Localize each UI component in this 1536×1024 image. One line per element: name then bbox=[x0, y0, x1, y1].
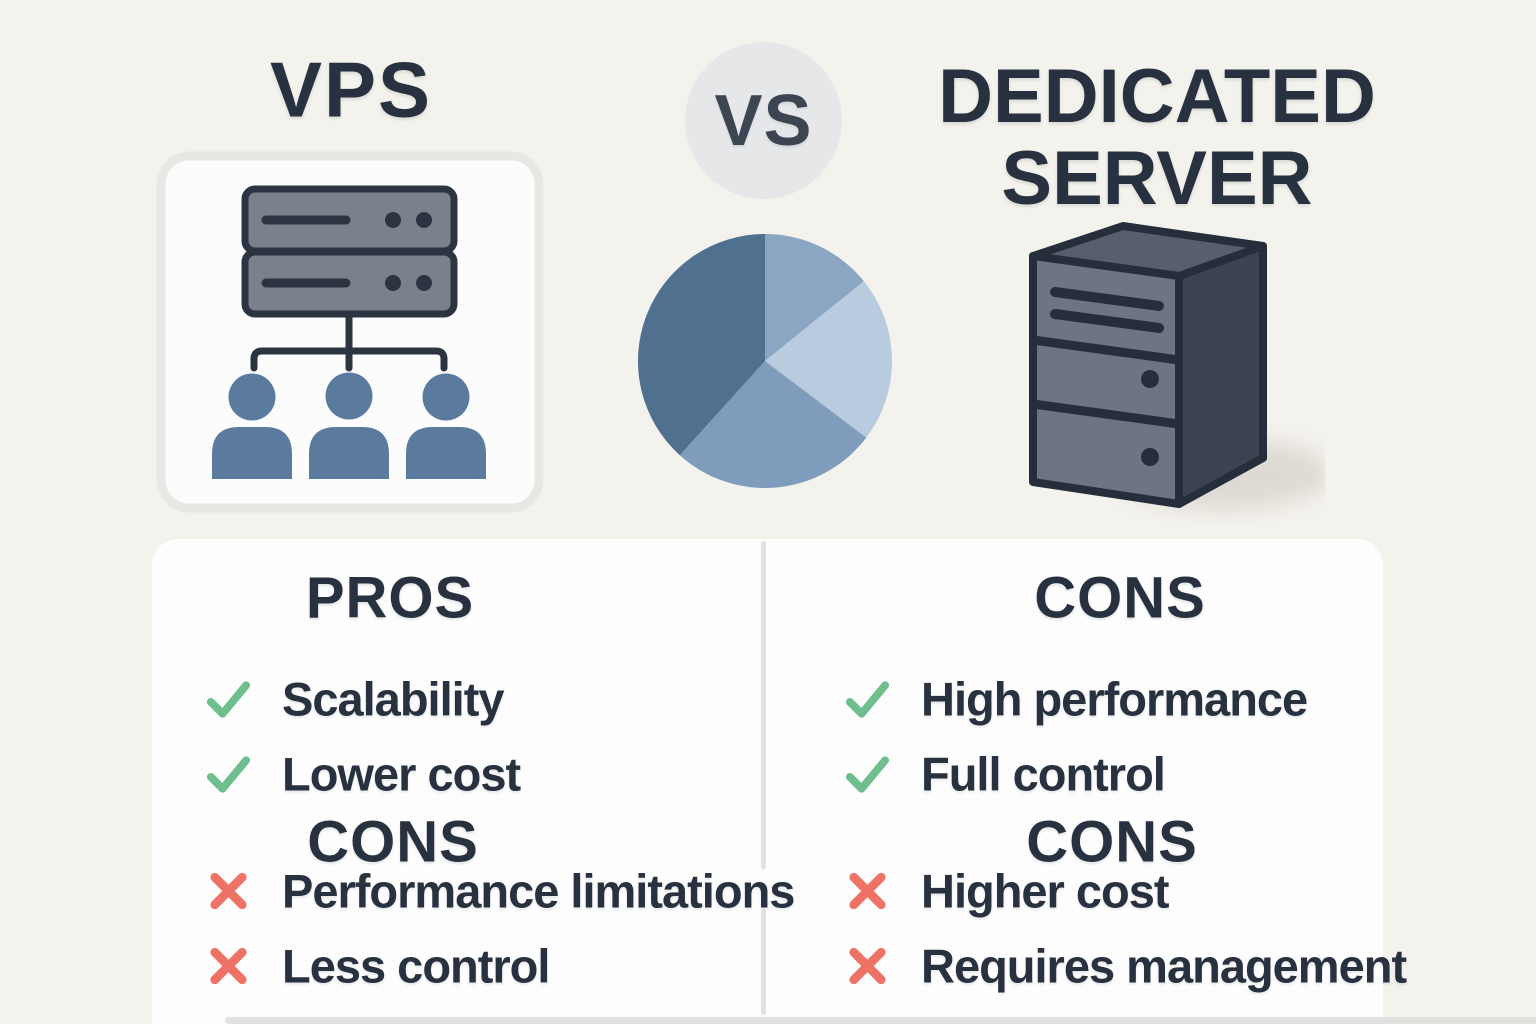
check-icon bbox=[206, 756, 251, 793]
list-item: Less control bbox=[205, 939, 550, 994]
cross-icon bbox=[210, 872, 247, 910]
check-icon bbox=[845, 756, 890, 793]
con-item-label: Requires management bbox=[921, 939, 1407, 993]
left-cons-heading: CONS bbox=[307, 809, 479, 875]
list-item: Performance limitations bbox=[205, 864, 795, 919]
cross-icon bbox=[210, 947, 247, 985]
list-item: Lower cost bbox=[205, 747, 521, 802]
list-item: Scalability bbox=[205, 672, 504, 727]
right-pros-heading: CONS bbox=[1034, 565, 1206, 631]
left-pros-heading: PROS bbox=[305, 565, 475, 631]
divider-line bbox=[761, 909, 766, 1015]
con-item-label: Performance limitations bbox=[282, 864, 795, 918]
list-item: Higher cost bbox=[844, 864, 1170, 919]
users-icon bbox=[212, 372, 486, 479]
divider-line bbox=[761, 541, 766, 869]
dedicated-server-title: DEDICATED SERVER bbox=[938, 53, 1376, 221]
check-icon bbox=[845, 681, 890, 718]
pie-slice bbox=[637, 234, 765, 456]
con-item-label: Less control bbox=[282, 939, 550, 993]
right-cons-heading: CONS bbox=[1026, 809, 1198, 875]
list-item: High performance bbox=[844, 672, 1308, 727]
vps-server-with-users-icon bbox=[156, 151, 544, 513]
con-item-label: Higher cost bbox=[921, 864, 1170, 918]
pie-chart bbox=[637, 234, 893, 489]
cross-icon bbox=[849, 872, 886, 910]
pie-slice bbox=[765, 234, 864, 361]
tower-front-details bbox=[1032, 287, 1180, 466]
network-branch-lines bbox=[250, 310, 448, 372]
pro-item-label: Scalability bbox=[282, 672, 504, 726]
list-item: Full control bbox=[844, 747, 1166, 802]
pie-slice bbox=[679, 361, 867, 489]
tower-side-face bbox=[1175, 242, 1267, 508]
comparison-panel bbox=[152, 539, 1383, 1024]
vs-label: VS bbox=[714, 80, 813, 161]
check-icon bbox=[206, 681, 251, 718]
server-rack-icon bbox=[241, 185, 458, 318]
cross-icon bbox=[849, 947, 886, 985]
vps-title: VPS bbox=[269, 45, 433, 134]
vs-badge: VS bbox=[685, 42, 842, 199]
list-item: Requires management bbox=[844, 939, 1407, 994]
bottom-edge-strip bbox=[225, 1017, 1536, 1024]
pro-item-label: Lower cost bbox=[282, 747, 521, 801]
pie-slice bbox=[765, 281, 893, 438]
pro-item-label: High performance bbox=[921, 672, 1308, 726]
pro-item-label: Full control bbox=[921, 747, 1166, 801]
dedicated-server-tower-icon bbox=[1029, 222, 1325, 510]
